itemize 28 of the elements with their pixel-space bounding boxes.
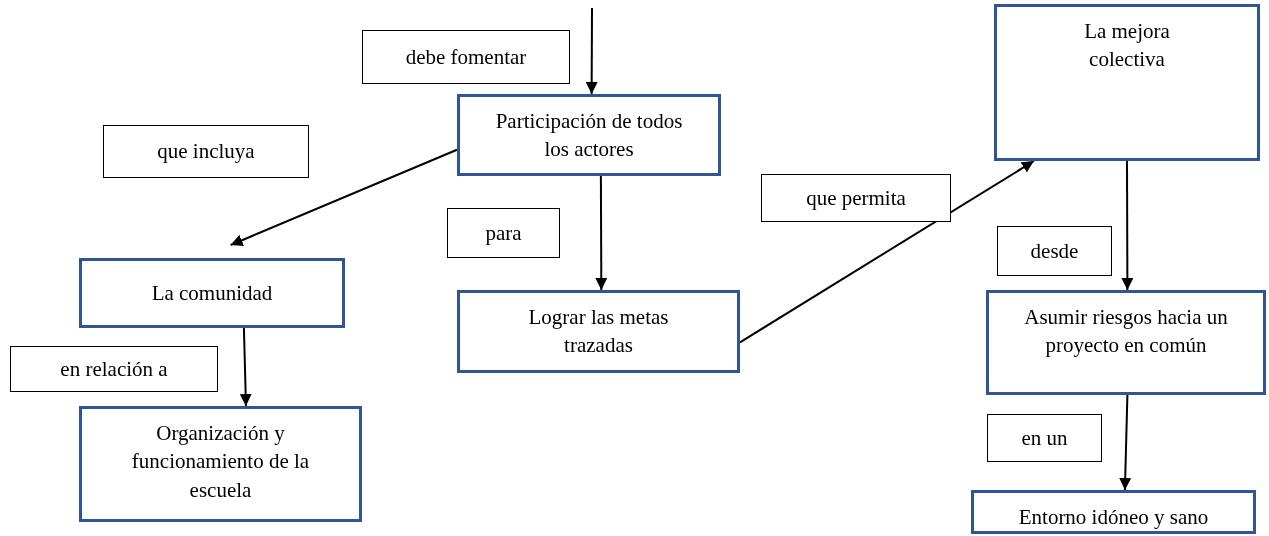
- node-text: Asumir riesgos hacia un proyecto en común: [1023, 304, 1229, 360]
- node-text: Entorno idóneo y sano: [1018, 504, 1209, 531]
- arrow: [739, 160, 1035, 344]
- edge-label: para: [447, 208, 560, 258]
- node-text: La comunidad: [151, 279, 273, 307]
- edge-label: desde: [997, 226, 1112, 276]
- concept-box: [457, 290, 740, 373]
- node-text: La mejora colectiva: [1083, 18, 1171, 74]
- arrow: [1119, 394, 1132, 491]
- concept-box: [986, 290, 1266, 395]
- arrow: [595, 175, 608, 291]
- edge-label: que permita: [761, 174, 951, 222]
- edge-label: que incluya: [103, 125, 309, 178]
- concept-box: [971, 490, 1256, 534]
- concept-box: [79, 258, 345, 328]
- concept-box: [457, 94, 721, 176]
- edge-label: debe fomentar: [362, 30, 570, 84]
- edge-label: en relación a: [10, 346, 218, 392]
- concept-box: [994, 4, 1260, 161]
- node-text: Lograr las metas trazadas: [527, 304, 670, 360]
- arrow: [229, 148, 458, 246]
- node-text: Organización y funcionamiento de la escuela: [130, 420, 311, 504]
- arrow: [239, 327, 252, 407]
- arrow: [1121, 160, 1134, 291]
- concept-box: [79, 406, 362, 522]
- arrow: [585, 7, 598, 95]
- node-text: Participación de todos los actores: [494, 108, 684, 164]
- edge-label: en un: [987, 414, 1102, 462]
